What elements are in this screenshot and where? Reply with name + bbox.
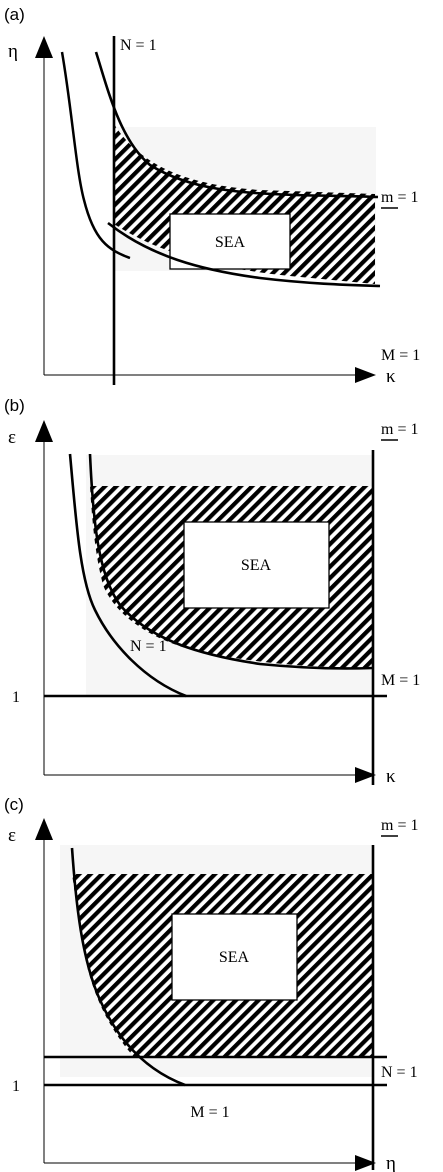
panel-a-m1-label: m = 1 (381, 189, 418, 206)
panel-b-x-arrow (355, 767, 376, 783)
panel-c-y-arrow (35, 818, 53, 840)
panel-b-sea-box (183, 521, 330, 609)
panel-a-sea-box (169, 213, 291, 270)
panel-c-y-axis-label: ε (8, 825, 16, 846)
panel-b-sea-label: SEA (241, 557, 272, 574)
panel-b-tick-1: 1 (12, 689, 20, 706)
panel-a-x-arrow (355, 367, 376, 383)
panel-a-y-axis-label: η (8, 41, 18, 62)
panel-b-upper-curve (88, 453, 374, 670)
panel-a-x-axis-label: κ (386, 366, 396, 387)
panel-c-tick-1: 1 (12, 1078, 20, 1095)
panel-a-M1-label: M = 1 (381, 347, 420, 364)
panel-c-curve (70, 847, 186, 1087)
panel-a: (a) SEA η κ N = 1 m = 1 M = 1 (4, 5, 420, 387)
panel-b-y-axis-label: ε (8, 427, 16, 448)
panel-a-left-curve (60, 51, 131, 260)
panel-a-n1-label: N = 1 (120, 37, 157, 54)
panel-c-sea-label: SEA (219, 949, 250, 966)
panel-b-x-axis-label: κ (386, 766, 396, 787)
panel-b-m1-label: m = 1 (381, 421, 418, 438)
panel-a-label: (a) (4, 5, 25, 24)
panel-c-n1-label: N = 1 (381, 1064, 418, 1081)
panel-c-sea-box (171, 913, 298, 1001)
panel-c-x-axis-label: η (386, 1153, 396, 1172)
panel-c-label: (c) (4, 795, 24, 814)
panel-a-upper-curve (94, 51, 379, 199)
panel-b: (b) SEA ε κ 1 m = 1 N = 1 M = 1 (4, 396, 420, 787)
panel-b-M1-label: M = 1 (381, 672, 420, 689)
panel-c: (c) SEA ε η 1 m = 1 N = 1 M = 1 (4, 795, 418, 1172)
panel-a-y-arrow (35, 36, 53, 58)
panel-a-sea-label: SEA (215, 234, 246, 251)
panel-b-n1-label: N = 1 (130, 638, 167, 655)
panel-b-label: (b) (4, 396, 25, 415)
panel-b-y-arrow (35, 420, 53, 442)
panel-a-lower-curve (107, 221, 381, 288)
panel-c-M1-label: M = 1 (190, 1104, 229, 1121)
panel-c-x-arrow (355, 1155, 376, 1171)
panel-c-m1-label: m = 1 (381, 817, 418, 834)
panel-b-left-curve (68, 453, 187, 698)
